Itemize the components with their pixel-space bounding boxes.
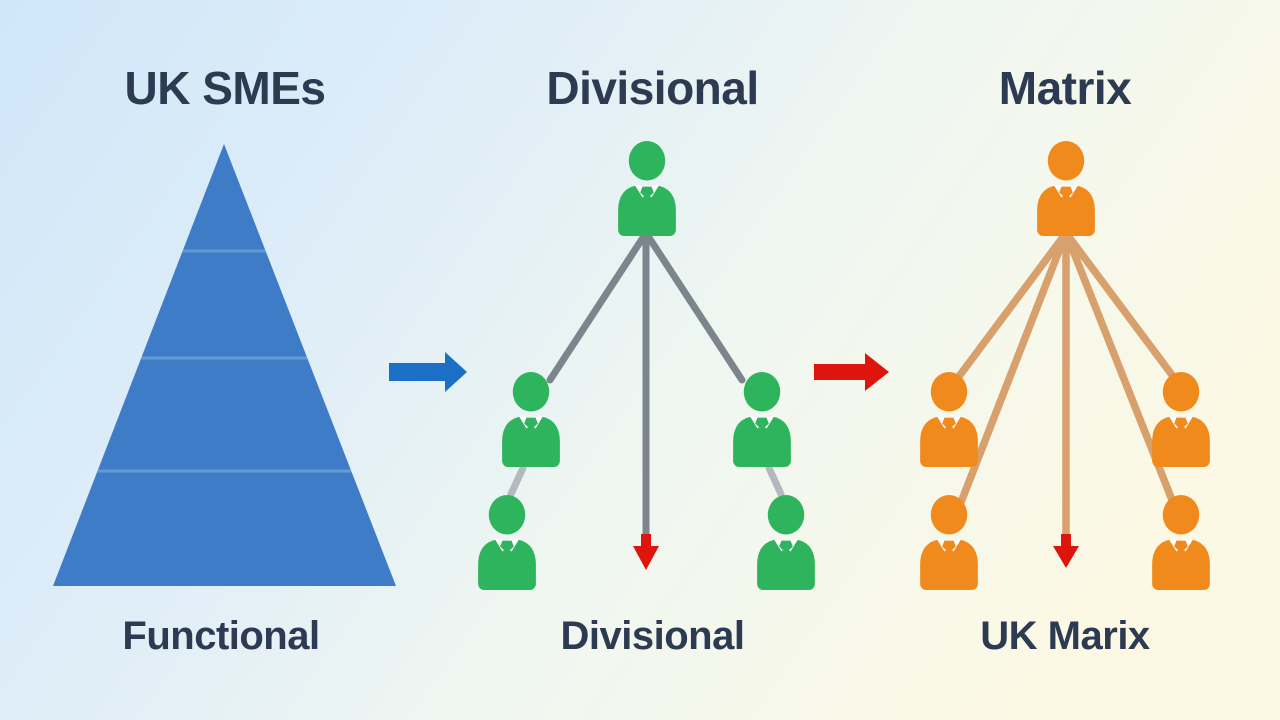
person-icon [733,372,791,467]
person-icon [757,495,815,590]
person-icon [478,495,536,590]
connector-dash [765,464,785,498]
connector-line [1062,229,1180,514]
person-icon [1037,141,1095,236]
title-matrix: Matrix [998,62,1132,114]
pyramid-shape [53,144,396,586]
connector-dash [507,464,527,498]
caption-matrix: UK Marix [980,614,1150,658]
divisional-org-chart [478,141,815,590]
functional-pyramid [53,144,396,586]
blue-right-arrow-icon [389,352,467,392]
red-down-arrow-icon [1053,534,1079,568]
red-right-arrow-icon [814,353,889,391]
connector-line [1062,229,1176,379]
red-down-arrow-icon [633,534,659,570]
connector-line [546,229,650,384]
title-uk-smes: UK SMEs [124,62,326,114]
person-icon [502,372,560,467]
title-divisional: Divisional [546,62,759,114]
matrix-org-chart [920,141,1210,590]
connector-line [956,229,1070,379]
person-icon [618,141,676,236]
caption-divisional: Divisional [560,614,745,658]
person-icon [920,372,978,467]
person-icon [1152,372,1210,467]
person-icon [920,495,978,590]
person-icon [1152,495,1210,590]
connector-line [954,229,1070,514]
caption-functional: Functional [122,614,320,658]
connector-line [642,229,746,384]
